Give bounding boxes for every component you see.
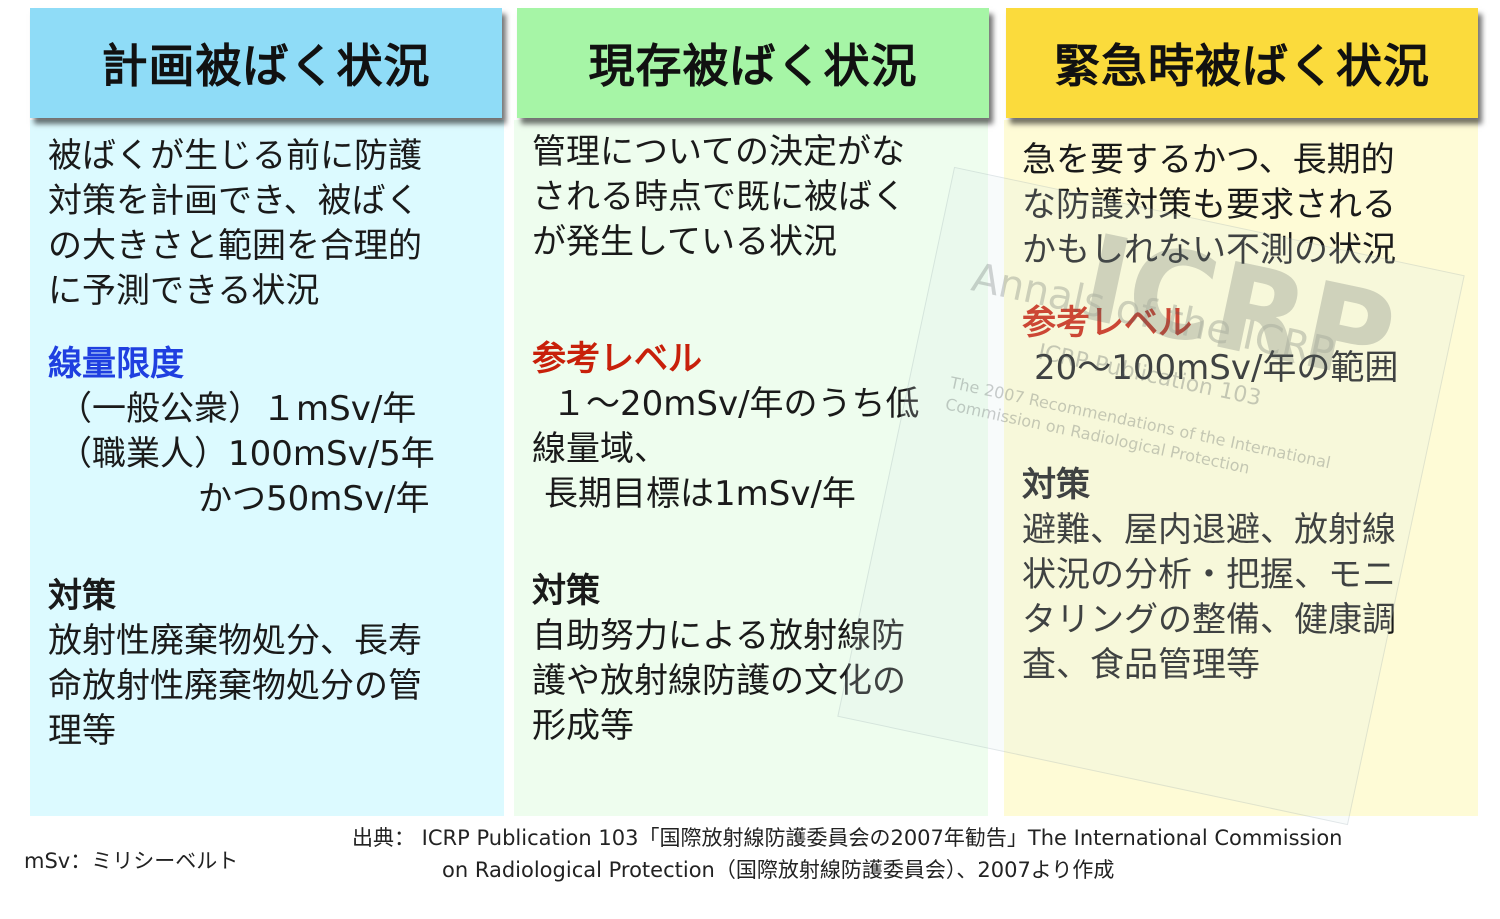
header-emergency-title: 緊急時被ばく状況 (1054, 39, 1430, 93)
emergency-level-heading: 参考レベル (1022, 303, 1192, 343)
existing-measures-line: 形成等 (532, 706, 634, 746)
planned-description-line: 対策を計画でき、被ばく (48, 181, 420, 221)
unit-note: mSv：ミリシーベルト (24, 849, 239, 873)
planned-level-line: （一般公衆）１mSv/年 (58, 389, 417, 429)
planned-description-line: の大きさと範囲を合理的 (48, 226, 422, 266)
planned-description-line: 被ばくが生じる前に防護 (48, 136, 422, 176)
emergency-description-line: かもしれない不測の状況 (1022, 230, 1396, 270)
existing-measures-line: 護や放射線防護の文化の (532, 661, 906, 701)
emergency-level-line: 20～100mSv/年の範囲 (1034, 348, 1399, 388)
emergency-measures-line: 避難、屋内退避、放射線 (1022, 510, 1396, 550)
header-planned: 計画被ばく状況 (30, 8, 502, 118)
source-line-2: on Radiological Protection（国際放射線防護委員会）、2… (442, 858, 1115, 882)
planned-level-line: （職業人）100mSv/5年 (58, 434, 435, 474)
header-emergency: 緊急時被ばく状況 (1006, 8, 1478, 118)
planned-measures-line: 命放射性廃棄物処分の管 (48, 666, 422, 706)
planned-level-line: かつ50mSv/年 (198, 479, 430, 519)
planned-measures-heading: 対策 (48, 576, 116, 616)
planned-description-line: に予測できる状況 (48, 271, 320, 311)
existing-level-line: １～20mSv/年のうち低 (552, 384, 920, 424)
column-body-planned: 被ばくが生じる前に防護 対策を計画でき、被ばく の大きさと範囲を合理的 に予測で… (30, 120, 504, 816)
emergency-measures-line: 状況の分析・把握、モニ (1022, 555, 1396, 595)
header-planned-title: 計画被ばく状況 (101, 39, 431, 93)
existing-description-line: される時点で既に被ばく (532, 177, 906, 217)
existing-description-line: 管理についての決定がな (532, 132, 905, 172)
existing-measures-heading: 対策 (532, 571, 600, 611)
planned-measures-line: 理等 (48, 711, 116, 751)
planned-level-heading: 線量限度 (48, 344, 184, 384)
existing-measures-line: 自助努力による放射線防 (532, 616, 905, 656)
source-citation: 出典： ICRP Publication 103「国際放射線防護委員会の2007… (352, 822, 1482, 886)
existing-level-line: 線量域、 (532, 429, 668, 469)
emergency-description-line: 急を要するかつ、長期的 (1022, 140, 1395, 180)
emergency-measures-heading: 対策 (1022, 465, 1090, 505)
emergency-measures-line: タリングの整備、健康調 (1022, 600, 1396, 640)
planned-measures-line: 放射性廃棄物処分、長寿 (48, 621, 422, 661)
emergency-measures-line: 査、食品管理等 (1022, 645, 1260, 685)
header-existing-title: 現存被ばく状況 (588, 39, 918, 93)
source-line-1: 出典： ICRP Publication 103「国際放射線防護委員会の2007… (352, 826, 1343, 850)
header-existing: 現存被ばく状況 (517, 8, 989, 118)
column-body-emergency: 急を要するかつ、長期的 な防護対策も要求される かもしれない不測の状況 参考レベ… (1004, 120, 1478, 816)
emergency-description-line: な防護対策も要求される (1022, 185, 1396, 225)
existing-description-line: が発生している状況 (532, 222, 837, 262)
column-body-existing: 管理についての決定がな される時点で既に被ばく が発生している状況 参考レベル … (514, 120, 988, 816)
existing-level-heading: 参考レベル (532, 339, 702, 379)
existing-level-line: 長期目標は1mSv/年 (544, 474, 856, 514)
